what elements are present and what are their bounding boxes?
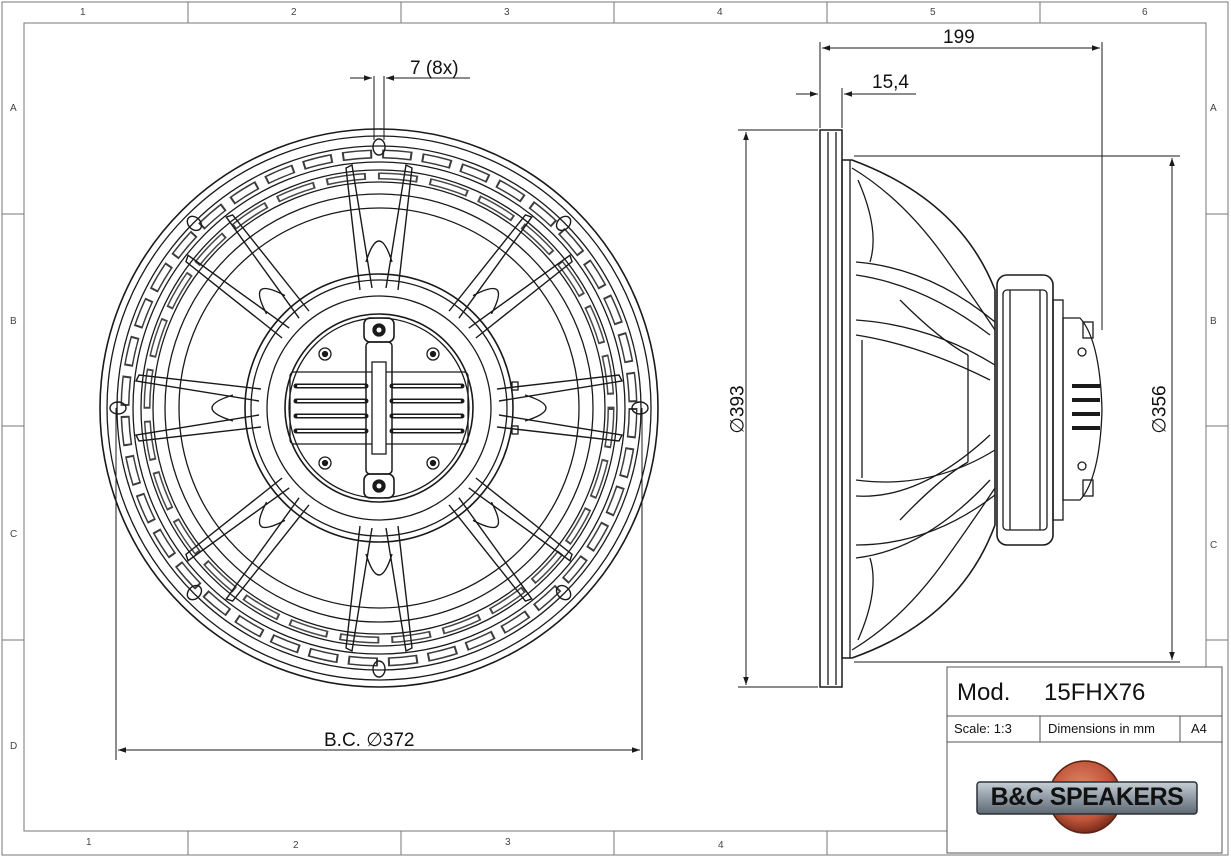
row-label-left-a: A bbox=[10, 103, 17, 114]
model-value: 15FHX76 bbox=[1044, 679, 1146, 706]
row-label-right-a: A bbox=[1210, 103, 1217, 114]
dim-hole-size: 7 (8x) bbox=[410, 58, 459, 79]
side-dimensions bbox=[738, 42, 1180, 688]
dim-outer-diameter: ∅393 bbox=[727, 385, 749, 434]
col-label-bottom-3: 3 bbox=[505, 837, 511, 848]
col-label-top-4: 4 bbox=[717, 7, 723, 18]
row-label-right-b: B bbox=[1210, 316, 1217, 327]
front-dimensions bbox=[115, 75, 643, 760]
logo-text: B&C SPEAKERS bbox=[990, 783, 1184, 811]
col-label-bottom-1: 1 bbox=[86, 837, 92, 848]
col-label-top-1: 1 bbox=[80, 7, 86, 18]
col-label-top-2: 2 bbox=[291, 7, 297, 18]
dim-overall-depth: 199 bbox=[943, 27, 975, 48]
side-view bbox=[819, 129, 1103, 688]
brand-logo bbox=[976, 760, 1198, 834]
col-label-bottom-2: 2 bbox=[293, 840, 299, 851]
row-label-right-c: C bbox=[1210, 540, 1218, 551]
row-label-left-b: B bbox=[10, 316, 17, 327]
col-label-top-6: 6 bbox=[1142, 7, 1148, 18]
dim-flange-thickness: 15,4 bbox=[872, 72, 909, 93]
front-view bbox=[99, 128, 659, 688]
units-text: Dimensions in mm bbox=[1048, 721, 1155, 736]
model-label: Mod. bbox=[957, 679, 1011, 706]
dim-bolt-circle: B.C. ∅372 bbox=[324, 730, 415, 751]
col-label-bottom-4: 4 bbox=[718, 840, 724, 851]
row-label-left-d: D bbox=[10, 741, 18, 752]
dim-mount-diameter: ∅356 bbox=[1149, 385, 1171, 434]
col-label-top-5: 5 bbox=[930, 7, 936, 18]
scale-text: Scale: 1:3 bbox=[954, 721, 1012, 736]
col-label-top-3: 3 bbox=[504, 7, 510, 18]
row-label-left-c: C bbox=[10, 529, 18, 540]
paper-size: A4 bbox=[1191, 721, 1207, 736]
